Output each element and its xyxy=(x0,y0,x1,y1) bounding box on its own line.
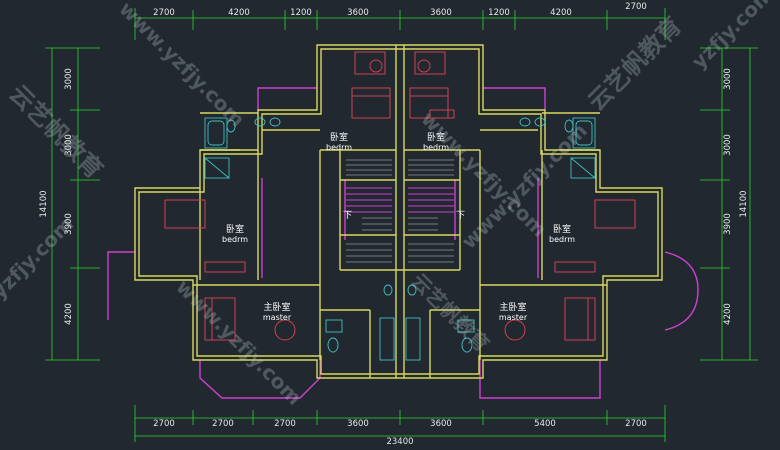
room-master-left-cn: 主卧室 xyxy=(263,301,290,313)
dimensions-left: 3000 3000 3900 4200 14100 xyxy=(39,68,74,325)
room-bedroom-mid-right-cn: 卧室 xyxy=(553,223,571,235)
dim-bottom-3: 2700 xyxy=(274,419,296,429)
room-master-right-cn: 主卧室 xyxy=(499,301,526,313)
dim-top-1: 2700 xyxy=(153,8,175,18)
room-master-right-en: master xyxy=(499,313,528,322)
room-bedroom-mid-right-en: bedrm xyxy=(549,235,575,244)
dim-top-4: 3600 xyxy=(347,8,369,18)
watermark-url-short-topright: yzfjy.com xyxy=(687,0,779,74)
walls xyxy=(134,44,663,379)
dim-top-5: 3600 xyxy=(430,8,452,18)
dim-top-3: 1200 xyxy=(290,8,312,18)
room-master-left-en: master xyxy=(263,313,292,322)
dim-left-3: 3900 xyxy=(64,213,74,235)
dim-right-4: 4200 xyxy=(723,303,733,325)
furniture xyxy=(164,51,636,341)
stair-down-right-label: 下 xyxy=(456,211,465,221)
dim-right-1: 3000 xyxy=(723,68,733,90)
windows-balconies xyxy=(107,87,699,399)
dim-top-8: 2700 xyxy=(625,2,647,12)
dim-top-6: 1200 xyxy=(488,8,510,18)
dim-left-2: 3000 xyxy=(64,134,74,156)
stair-right-treads xyxy=(408,159,454,263)
stair-left xyxy=(346,187,392,213)
dim-bottom-7: 2700 xyxy=(625,419,647,429)
watermark-url-right: www.yzfjy.com xyxy=(457,118,592,253)
dimensions-top: 2700 4200 1200 3600 3600 1200 4200 2700 xyxy=(153,2,647,18)
stair-right xyxy=(408,187,454,213)
stair-down-left-label: 下 xyxy=(343,211,352,221)
dimensions-right: 3000 3000 3900 4200 14100 xyxy=(723,68,749,325)
dim-top-7: 4200 xyxy=(550,8,572,18)
dimensions-bottom: 2700 2700 2700 3600 3600 5400 2700 23400 xyxy=(153,419,647,447)
dim-bottom-4: 3600 xyxy=(347,419,369,429)
room-bedroom-top-right-cn: 卧室 xyxy=(427,131,445,143)
stair-left-treads xyxy=(346,159,392,263)
room-bedroom-mid-left-en: bedrm xyxy=(222,235,248,244)
room-bedroom-mid-left-cn: 卧室 xyxy=(226,223,244,235)
bathroom-fixtures xyxy=(204,117,596,361)
watermark-url-short-left: yzfjy.com xyxy=(0,212,78,304)
dim-left-1: 3000 xyxy=(64,68,74,90)
room-bedroom-top-right-en: bedrm xyxy=(423,143,449,152)
dim-bottom-2: 2700 xyxy=(212,419,234,429)
watermark-url-top: www.yzfjy.com xyxy=(114,0,249,132)
dim-right-3: 3900 xyxy=(723,213,733,235)
watermark-url-bottom: www.yzfjy.com xyxy=(171,275,306,410)
dim-left-4: 4200 xyxy=(64,303,74,325)
room-bedroom-top-left-cn: 卧室 xyxy=(330,131,348,143)
dim-bottom-5: 3600 xyxy=(430,419,452,429)
dim-left-total: 14100 xyxy=(39,190,49,217)
dim-bottom-total: 23400 xyxy=(386,437,413,447)
room-labels: 卧室 bedrm 卧室 bedrm 卧室 bedrm 卧室 bedrm 主卧室 … xyxy=(222,131,575,322)
watermark-brand-left: 云艺帆教育 xyxy=(4,79,109,184)
room-bedroom-top-left-en: bedrm xyxy=(326,143,352,152)
dim-bottom-1: 2700 xyxy=(153,419,175,429)
dim-top-2: 4200 xyxy=(228,8,250,18)
dimension-lines xyxy=(45,8,758,442)
watermark-brand-right: 云艺帆教育 xyxy=(582,12,687,117)
dim-right-total: 14100 xyxy=(739,190,749,217)
dim-bottom-6: 5400 xyxy=(534,419,556,429)
dim-right-2: 3000 xyxy=(723,134,733,156)
